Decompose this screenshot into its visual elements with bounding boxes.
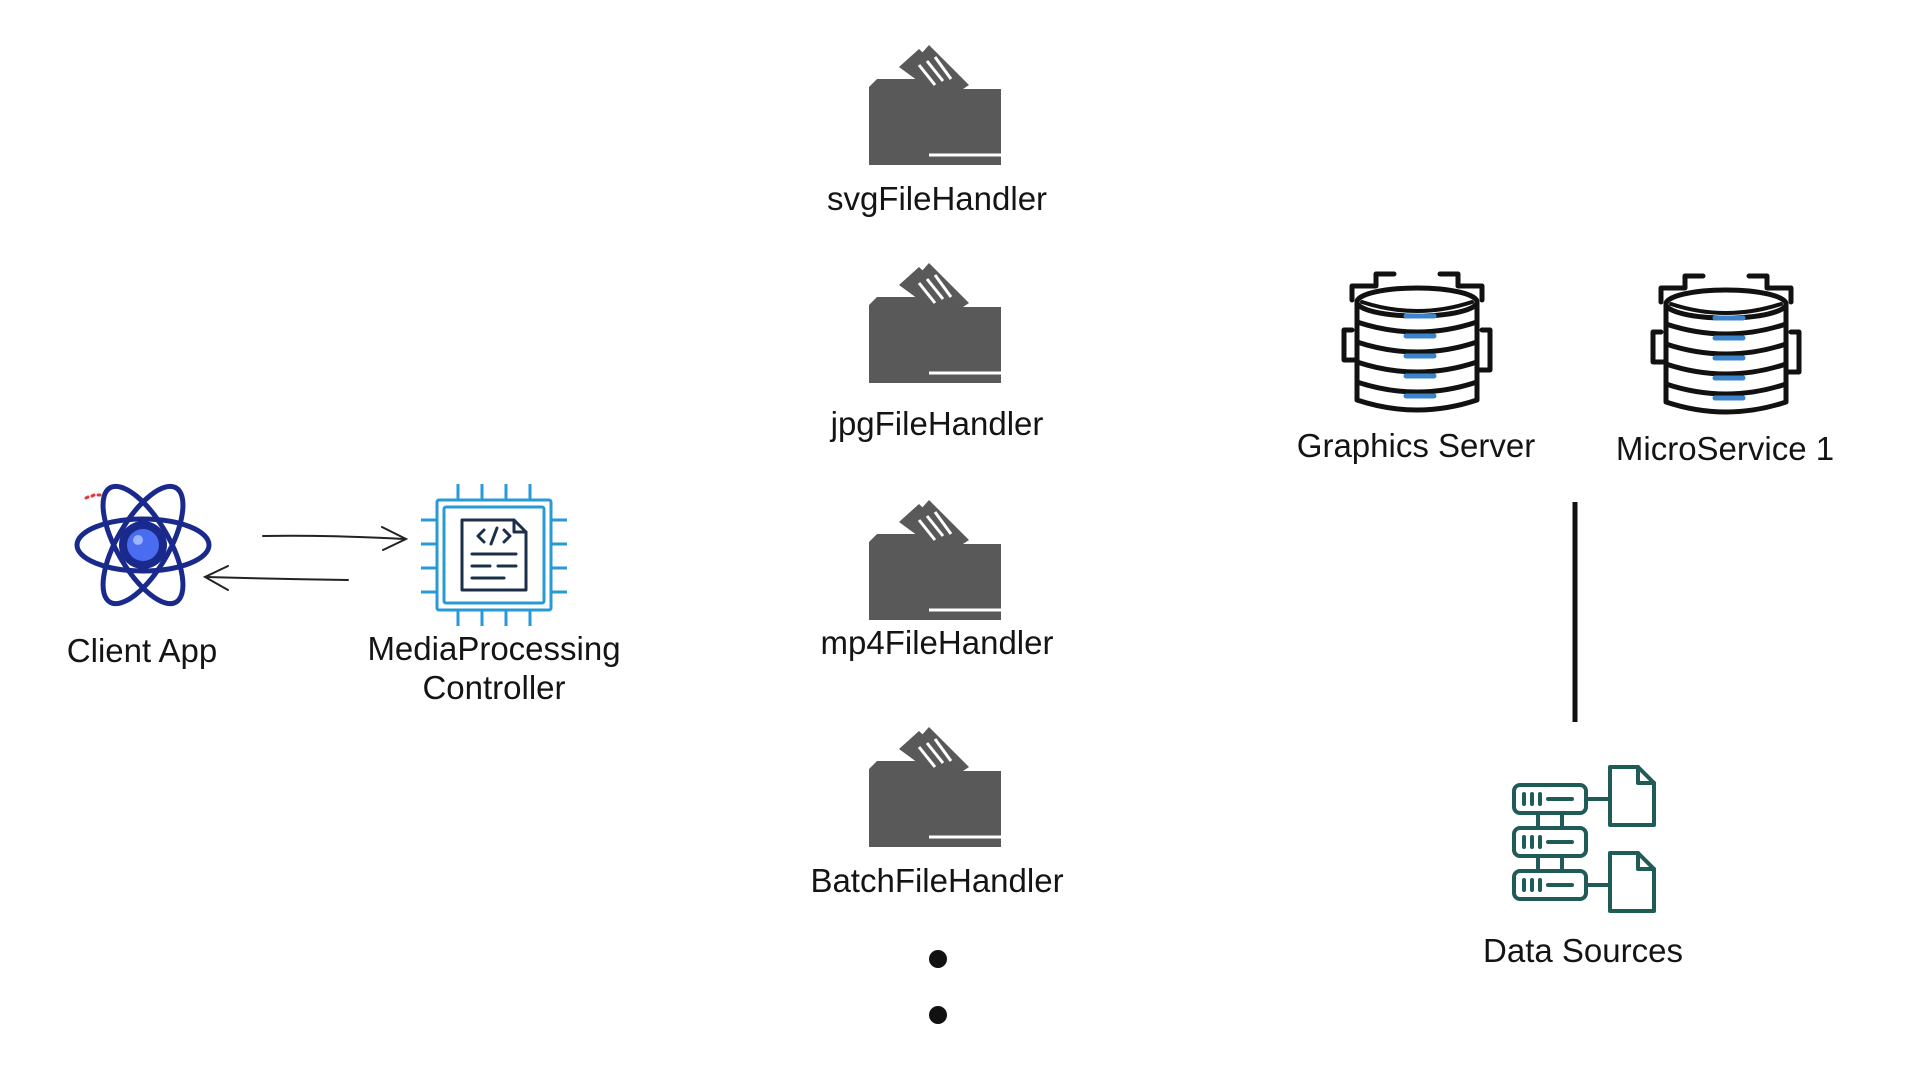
controller-label-line1: MediaProcessing (367, 630, 621, 667)
request-arrow (262, 526, 409, 551)
jpg-handler-label: jpgFileHandler (830, 405, 1044, 442)
mp4-handler-label: mp4FileHandler (820, 624, 1054, 661)
batch-handler-label: BatchFileHandler (810, 862, 1064, 899)
server-stack-icon (1653, 276, 1799, 412)
folder-icon (867, 498, 1003, 622)
folder-icon (867, 725, 1003, 849)
data-sources-label: Data Sources (1483, 932, 1683, 969)
folder-icon (867, 261, 1003, 385)
controller-label-line2: Controller (422, 668, 566, 706)
atom-icon (74, 483, 212, 607)
response-arrow (202, 565, 349, 591)
database-files-icon (1512, 765, 1656, 913)
svg-handler-label: svgFileHandler (826, 180, 1048, 217)
continuation-dot (929, 1006, 947, 1024)
controller-label: MediaProcessing Controller (367, 630, 620, 708)
client-app-label: Client App (66, 632, 218, 669)
microservice-1-label: MicroService 1 (1615, 430, 1835, 467)
server-stack-icon (1344, 274, 1490, 410)
chip-code-icon (421, 484, 567, 626)
folder-icon (867, 43, 1003, 167)
continuation-dot (929, 950, 947, 968)
graphics-server-label: Graphics Server (1296, 427, 1536, 464)
